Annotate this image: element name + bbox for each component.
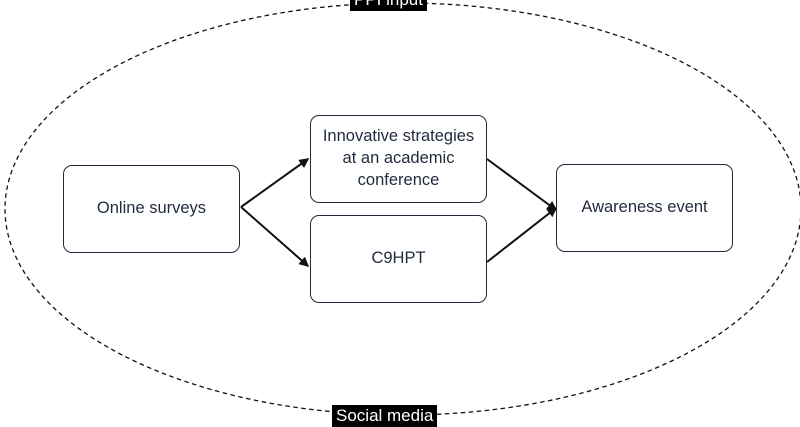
arrow-c9hpt-to-awareness xyxy=(486,207,558,263)
innovative-strategies-node: Innovative strategies at an academic con… xyxy=(310,115,487,203)
c9hpt-node: C9HPT xyxy=(310,215,487,303)
arrow-online-to-c9hpt xyxy=(240,206,310,267)
awareness-event-node: Awareness event xyxy=(556,164,733,252)
social-media-label: Social media xyxy=(332,405,438,427)
arrow-innovative-to-awareness xyxy=(486,158,558,211)
ppi-input-label: PPI input xyxy=(350,0,427,11)
online-surveys-node: Online surveys xyxy=(63,165,240,253)
arrow-online-to-innovative xyxy=(240,158,310,208)
